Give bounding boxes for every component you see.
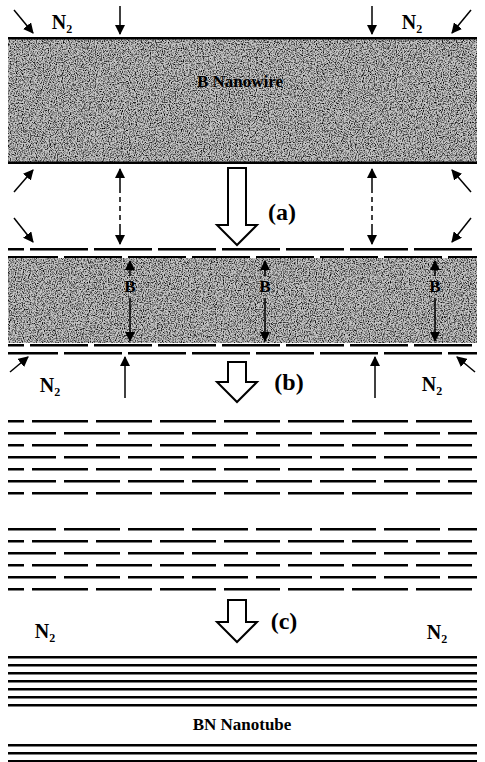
bn-wall [8,527,477,593]
step-arrow [217,362,257,402]
n2-arrow [14,10,33,33]
n2-arrow [119,6,121,34]
gas-label: N₂ [422,373,442,396]
gas-label: N₂ [427,621,447,644]
n2-arrow [452,218,471,242]
n2-arrow [14,218,33,242]
b-diffusion-arrow [264,298,266,341]
dashed-path [371,188,373,226]
n2-arrow [371,169,373,188]
n2-arrow [119,226,121,244]
nanowire-stipple [8,39,477,162]
structure-label: BN Nanotube [193,715,292,735]
nanotube-wall [8,743,477,762]
gas-label: N₂ [52,11,72,34]
band-title: B Nanowire [197,72,283,92]
core-fill [8,258,477,343]
step-label: (b) [274,369,303,397]
n2-arrow [10,357,28,372]
n2-arrow [14,170,33,192]
n2-arrow [119,169,121,188]
nanowire-band: B Nanowire [8,38,477,165]
b-diffusion-arrow [434,261,436,276]
n2-arrow [457,357,475,372]
nanowire-edge [8,162,477,165]
element-label: B [429,277,440,297]
n2-arrow [452,10,471,33]
core-stipple [8,258,477,343]
element-label: B [124,277,135,297]
n2-arrow [374,357,376,398]
n2-arrows [10,6,475,398]
b-diffusion-arrow [264,261,266,276]
b-diffusion-arrow [434,298,436,341]
step-arrow [217,600,257,642]
element-label: B [259,277,270,297]
n2-arrow [452,170,471,192]
nanotube-wall [8,655,477,707]
bn-layer [8,343,477,356]
gas-label: N₂ [40,374,60,397]
nanowire-edge [8,37,477,40]
gas-label: N₂ [35,620,55,643]
step-label: (c) [271,608,298,636]
process-arrow [217,168,257,245]
core-band: BBB [8,248,477,354]
dashed-path [119,188,121,226]
n2-arrow [371,6,373,34]
n2-arrow [371,226,373,244]
gas-label: N₂ [402,11,422,34]
nanowire-fill [8,39,477,162]
bn-layer [8,247,477,258]
bn-wall [8,419,477,495]
step-label: (a) [268,199,296,227]
b-diffusion-arrow [129,261,131,276]
b-diffusion-arrow [129,298,131,341]
n2-arrow [124,357,126,398]
